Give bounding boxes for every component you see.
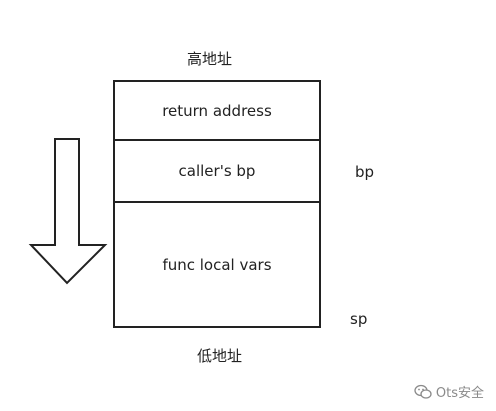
callers-bp-label: caller's bp — [178, 162, 256, 180]
stack-cell-return-address: return address — [115, 82, 319, 141]
bp-label: bp — [355, 163, 375, 181]
watermark: Ots安全 — [414, 382, 484, 401]
local-vars-label: func local vars — [162, 255, 272, 274]
return-address-label: return address — [162, 101, 272, 120]
sp-label: sp — [350, 310, 368, 328]
low-address-label: 低地址 — [197, 347, 243, 365]
down-arrow-icon — [28, 138, 108, 285]
stack-cell-local-vars: func local vars — [115, 203, 319, 326]
stack-cell-callers-bp: caller's bp — [115, 141, 319, 203]
wechat-icon — [414, 384, 432, 399]
watermark-text: Ots安全 — [435, 386, 484, 401]
stack-frame-box: return address caller's bp func local va… — [113, 80, 321, 328]
high-address-label: 高地址 — [187, 50, 233, 68]
